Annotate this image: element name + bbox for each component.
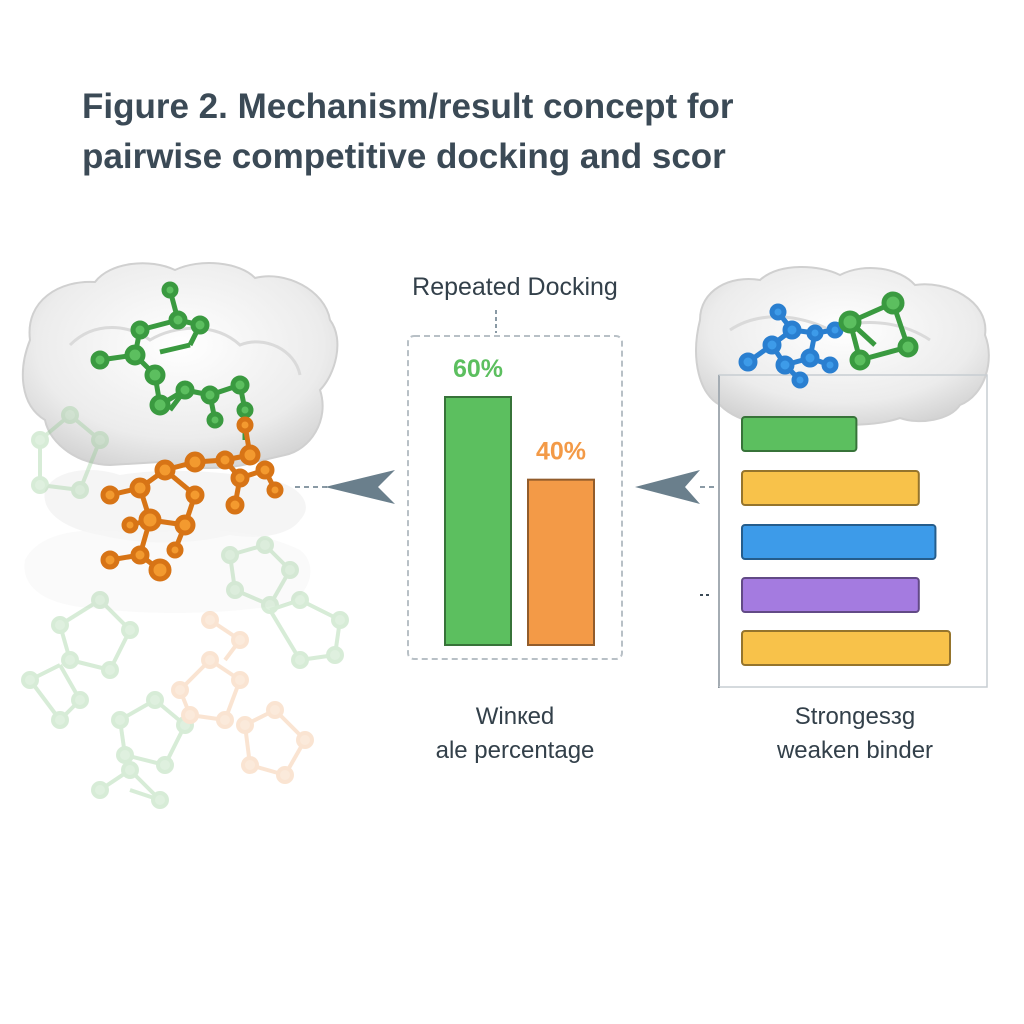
middle-caption-line1: Winкed xyxy=(475,703,555,730)
orange-ligand-left xyxy=(100,416,284,582)
right-panel-caption: Strongesзg weaken binder xyxy=(700,700,1010,768)
right-panel-frame xyxy=(700,374,988,688)
hbar-1 xyxy=(741,470,920,506)
right-caption-line1: Strongesзg xyxy=(794,703,916,730)
win-rate-bar-chart: 60% 40% xyxy=(444,355,595,646)
figure-title: Figure 2. Mechanism/result concept for p… xyxy=(82,82,942,182)
arrow-middle-to-right xyxy=(635,470,718,504)
blue-ligand-right xyxy=(738,303,844,389)
green-ligand-right xyxy=(838,291,919,371)
bar-0 xyxy=(444,396,512,646)
bar-label-1: 40% xyxy=(536,438,586,466)
faded-ligand-copies xyxy=(21,406,349,809)
figure-title-line2: pairwise competitive docking and scor xyxy=(82,137,726,176)
hbar-2 xyxy=(741,524,937,560)
hbar-3 xyxy=(741,577,920,613)
middle-panel-caption: Winкed ale percentage xyxy=(360,700,670,768)
hbar-4 xyxy=(741,630,951,666)
right-caption-line2: weaken binder xyxy=(776,737,934,764)
figure-title-line1: Figure 2. Mechanism/result concept for xyxy=(82,87,734,126)
middle-caption-line2: ale percentage xyxy=(435,737,595,764)
bar-label-0: 60% xyxy=(453,355,503,383)
hbar-0 xyxy=(741,416,858,452)
binder-ranking-bar-chart xyxy=(741,416,951,666)
arrow-left-to-middle xyxy=(295,470,395,504)
right-protein-surface xyxy=(695,266,990,426)
middle-panel-frame xyxy=(407,310,623,660)
bar-1 xyxy=(527,478,595,646)
middle-panel-heading: Repeated Docking xyxy=(412,273,618,301)
